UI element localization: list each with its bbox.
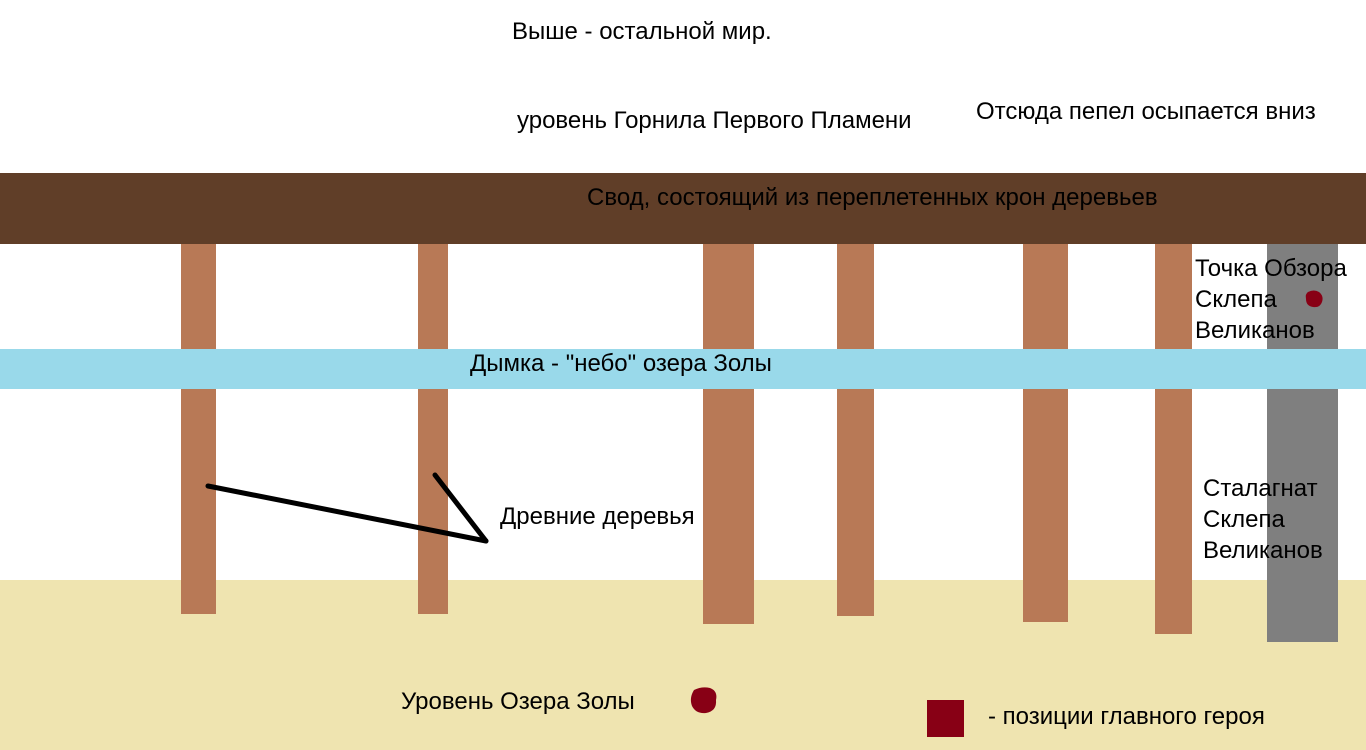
hero-marker-viewpoint: [1305, 290, 1323, 308]
stalagmite-column: [1267, 244, 1338, 642]
tree-trunk: [1155, 244, 1192, 634]
legend-marker: [927, 700, 964, 737]
label-stalagmite-line: Сталагнат: [1203, 475, 1318, 502]
label-stalagmite-line: Склепа: [1203, 506, 1285, 533]
pointer-line-left: [205, 483, 489, 544]
label-viewpoint: Точка Обзора Склепа Великанов: [1195, 253, 1366, 346]
pointer-line-right: [432, 472, 489, 544]
label-stalagmite-line: Великанов: [1203, 537, 1323, 564]
label-stalagmite: Сталагнат Склепа Великанов: [1203, 473, 1323, 566]
canopy-band: [0, 173, 1366, 244]
tree-trunk: [837, 244, 874, 616]
legend-text: - позиции главного героя: [988, 703, 1265, 730]
tree-trunk: [418, 244, 448, 614]
haze-band: [0, 349, 1366, 389]
label-kiln-level: уровень Горнила Первого Пламени: [517, 107, 912, 134]
label-canopy: Свод, состоящий из переплетенных крон де…: [587, 184, 1158, 211]
label-ancient-trees: Древние деревья: [500, 503, 695, 530]
label-ash-falls: Отсюда пепел осыпается вниз: [976, 98, 1316, 125]
label-haze: Дымка - "небо" озера Золы: [470, 350, 772, 377]
hero-marker-lake: [690, 687, 717, 714]
label-world-above: Выше - остальной мир.: [512, 18, 772, 45]
ash-lake-ground: [0, 580, 1366, 750]
tree-trunk: [1023, 244, 1068, 622]
label-lake-level: Уровень Озера Золы: [401, 688, 635, 715]
tree-trunk: [181, 244, 216, 614]
label-viewpoint-line: Склепа: [1195, 286, 1277, 313]
label-viewpoint-line: Точка Обзора: [1195, 255, 1347, 282]
label-viewpoint-line: Великанов: [1195, 317, 1315, 344]
tree-trunk: [703, 244, 754, 624]
